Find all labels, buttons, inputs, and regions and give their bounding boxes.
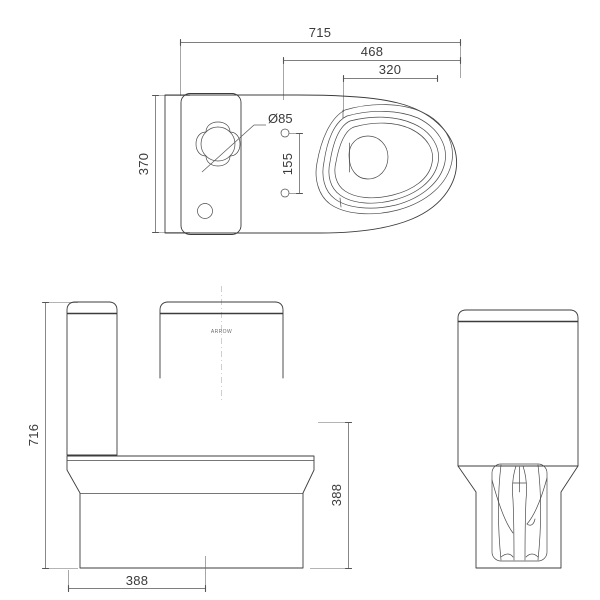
- cistern-lid-outline: [180, 93, 242, 235]
- flush-button-outline: [195, 121, 241, 167]
- dimension-388-height: 388: [310, 421, 353, 570]
- dimension-155-label: 155: [280, 153, 295, 176]
- bowl-interior-detail: [491, 463, 548, 562]
- water-inlet-circle: [197, 203, 213, 219]
- bolt-holes-group: [280, 128, 304, 198]
- front-view-group: [457, 309, 579, 569]
- dimension-320: [342, 74, 439, 112]
- diameter-85-leader: [201, 124, 266, 173]
- dimension-370: [151, 94, 190, 234]
- bowl-side-outline: [66, 455, 315, 569]
- dimension-388-depth: 388: [67, 556, 207, 593]
- bowl-opening-outline: [348, 135, 389, 180]
- dimension-715-label: 715: [309, 25, 332, 40]
- bowl-front-outline: [457, 465, 579, 569]
- dimension-320-label: 320: [379, 62, 402, 77]
- bowl-rim-contours: [315, 104, 453, 215]
- dimension-716: 716: [26, 301, 78, 570]
- diameter-85-label: Ø85: [268, 111, 293, 126]
- side-view-group: 716 ARROW 3: [26, 286, 353, 593]
- cistern-rear-detail: ARROW: [159, 301, 284, 379]
- dimension-370-label: 370: [136, 153, 151, 176]
- arrow-label: ARROW: [211, 329, 232, 335]
- dimension-388-depth-label: 388: [126, 573, 149, 588]
- dimension-468-label: 468: [361, 44, 384, 59]
- dimension-715: [179, 38, 462, 96]
- cistern-front-outline: [457, 309, 579, 467]
- dimension-388-height-label: 388: [329, 484, 344, 507]
- dimension-468: [282, 56, 462, 100]
- top-view-group: 715 468 320 370 155 Ø85: [136, 25, 462, 235]
- dimension-716-label: 716: [26, 424, 41, 447]
- cistern-side-outline: [66, 301, 118, 456]
